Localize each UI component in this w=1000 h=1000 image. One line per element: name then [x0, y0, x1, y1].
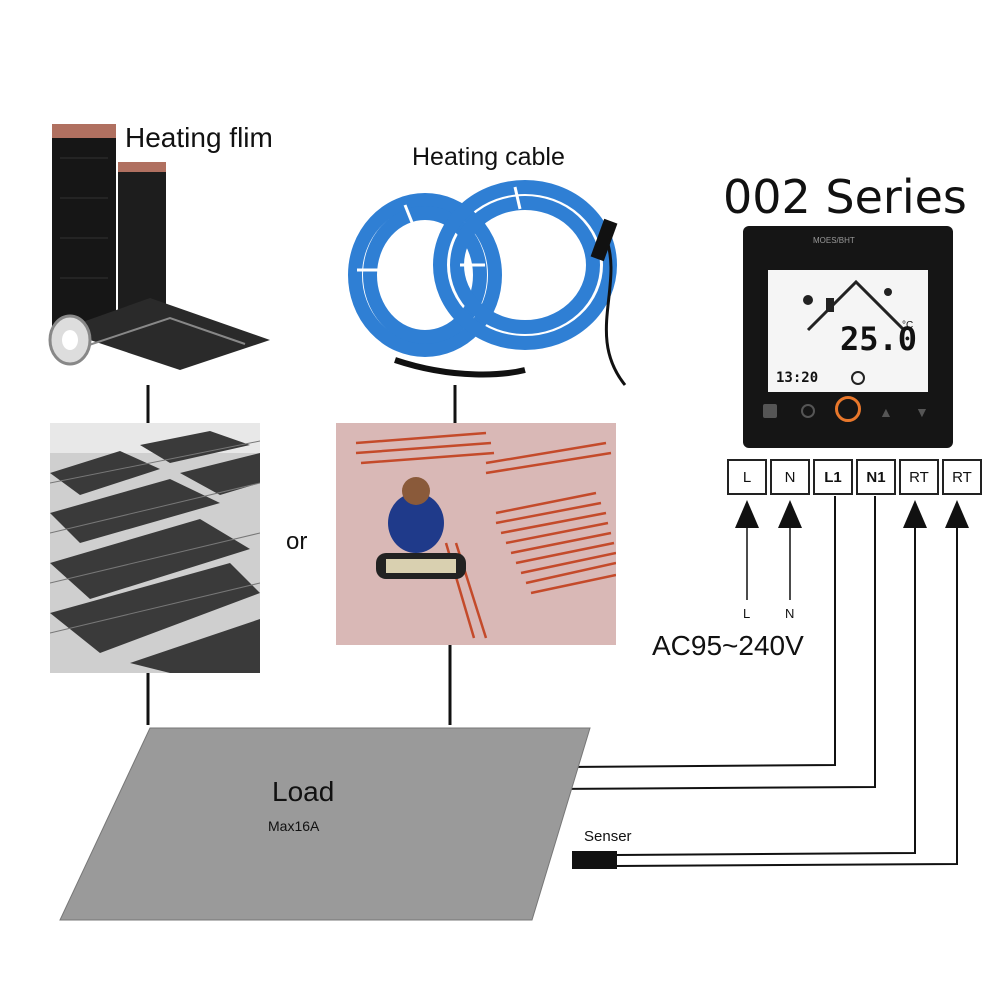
- terminal-block: L N L1 N1 RT RT: [727, 459, 985, 495]
- heating-cable-coils: [348, 180, 627, 386]
- rt2-arrow: [945, 500, 969, 528]
- terminal-rt2: RT: [942, 459, 982, 495]
- terminal-l: L: [727, 459, 767, 495]
- cable-installation-photo: [336, 423, 616, 645]
- load-label: Load: [272, 776, 335, 807]
- terminal-l1: L1: [813, 459, 853, 495]
- load-block: [59, 727, 591, 921]
- down-arrow-icon[interactable]: ▼: [915, 404, 929, 420]
- or-label: or: [286, 528, 308, 555]
- n1-wire: [544, 496, 876, 790]
- wire-l-label: L: [743, 606, 751, 621]
- l-supply-arrow: [735, 500, 759, 528]
- film-installation-photo: [50, 423, 260, 673]
- rt1-arrow: [903, 500, 927, 528]
- rt2-wire: [614, 508, 958, 867]
- thermostat-brand: MOES/BHT: [813, 236, 855, 245]
- sensor-label: Senser: [584, 828, 632, 845]
- rt1-wire: [614, 508, 916, 856]
- up-arrow-icon[interactable]: ▲: [879, 404, 893, 420]
- l1-wire: [564, 496, 836, 768]
- load-max-label: Max16A: [268, 818, 320, 834]
- wire-n-label: N: [785, 606, 795, 621]
- heating-cable-label: Heating cable: [412, 143, 565, 171]
- menu-button[interactable]: [763, 404, 777, 418]
- clock-display: 13:20: [776, 370, 819, 386]
- voltage-label: AC95~240V: [652, 630, 804, 661]
- terminal-n1: N1: [856, 459, 896, 495]
- terminal-n: N: [770, 459, 810, 495]
- temperature-display: 25.0: [840, 320, 918, 358]
- heating-film-rolls: [48, 124, 270, 370]
- series-title: 002 Series: [723, 170, 967, 224]
- terminal-rt1: RT: [899, 459, 939, 495]
- temperature-unit: °C: [902, 320, 914, 331]
- house-icon: [803, 279, 906, 385]
- thermostat-screen: 25.0 °C 13:20: [768, 270, 928, 392]
- center-knob[interactable]: [835, 396, 861, 422]
- sensor-probe: [572, 851, 617, 869]
- thermostat: MOES/BHT 25.0 °C 13:20 ▲ ▼: [743, 226, 953, 448]
- power-button[interactable]: [801, 404, 815, 418]
- heating-film-label: Heating flim: [125, 122, 273, 153]
- n-supply-arrow: [778, 500, 802, 528]
